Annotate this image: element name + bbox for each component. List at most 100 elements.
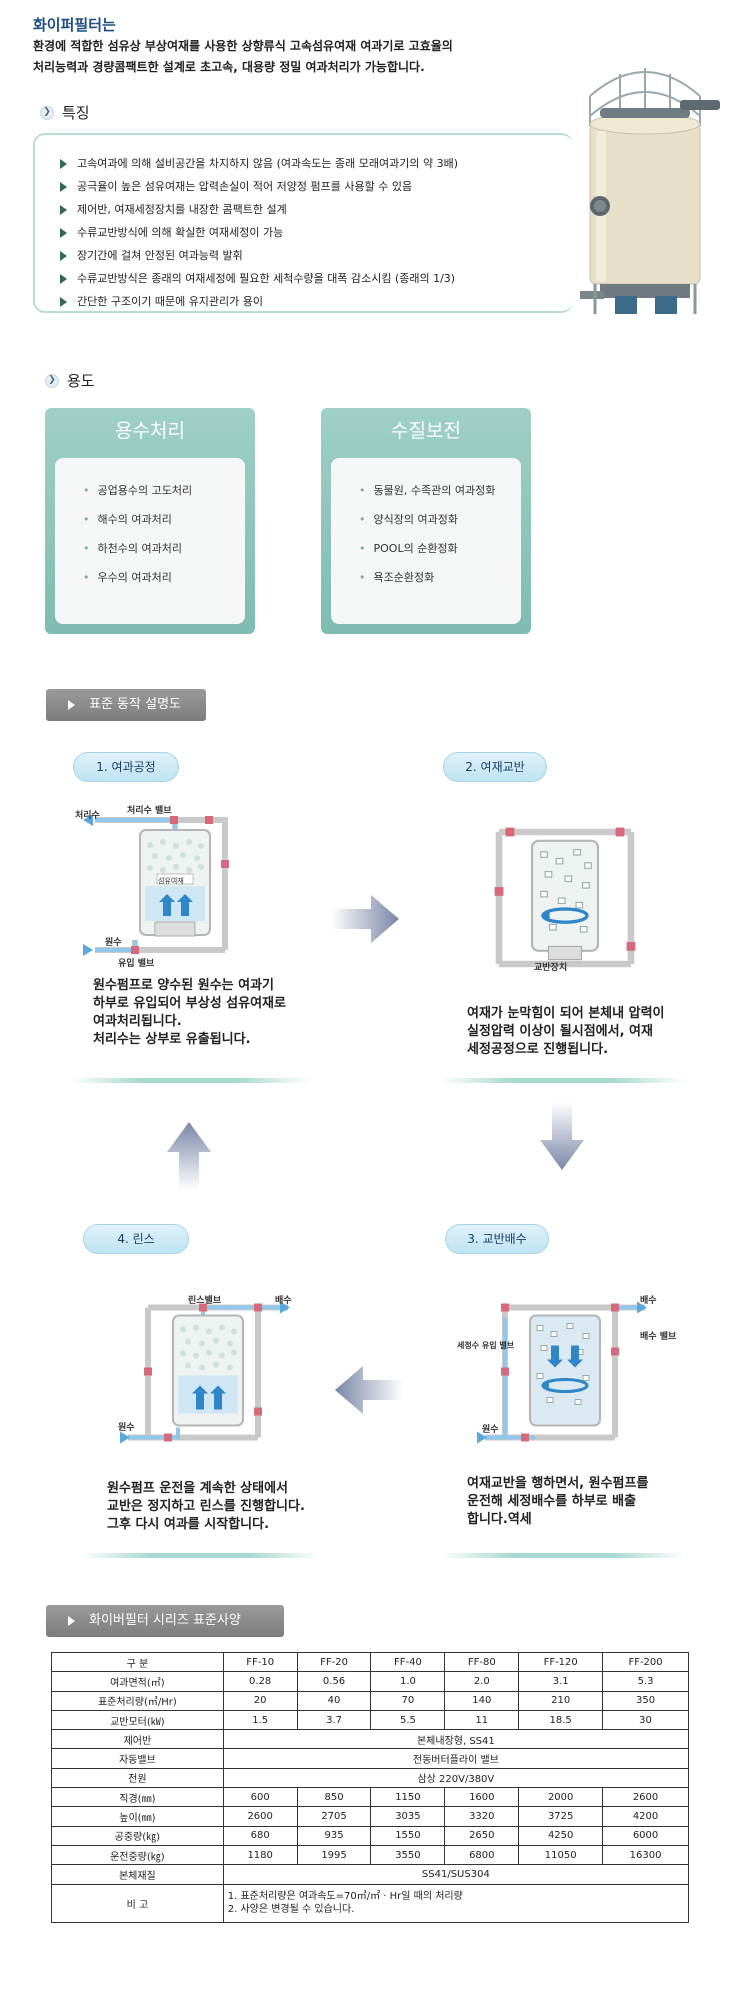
step-1-pill: 1. 여과공정	[73, 752, 179, 782]
list-item: POOL의 순환정화	[359, 534, 521, 563]
table-cell: 1550	[370, 1825, 446, 1846]
triangle-bullet-icon	[60, 181, 67, 192]
table-cell: 18.5	[518, 1709, 604, 1731]
table-cell: 2.0	[444, 1671, 520, 1692]
table-cell: 2650	[444, 1825, 520, 1846]
table-cell: 6800	[444, 1844, 520, 1866]
table-cell: 1150	[370, 1787, 446, 1808]
table-cell: 11050	[518, 1844, 604, 1866]
triangle-bullet-icon	[60, 158, 67, 169]
table-cell: 2000	[518, 1787, 604, 1808]
table-cell: 3550	[370, 1844, 446, 1866]
usage-title: 용도	[67, 372, 95, 390]
list-item: 공업용수의 고도처리	[83, 476, 245, 505]
step-4-description: 원수펌프 운전을 계속한 상태에서 교반은 정지하고 린스를 진행합니다. 그후…	[107, 1481, 305, 1532]
features-box	[33, 133, 573, 313]
intro-title: 화이퍼필터는	[33, 16, 116, 34]
table-cell: 680	[222, 1825, 298, 1846]
list-item: 장기간에 걸쳐 안정된 여과능력 발휘	[60, 244, 458, 267]
row-label: 본체재질	[51, 1864, 224, 1885]
table-cell: 4200	[602, 1806, 689, 1827]
features-heading: ❯ 특징	[40, 102, 90, 123]
triangle-bullet-icon	[60, 227, 67, 238]
label-raw-water: 원수	[482, 1425, 499, 1435]
table-cell: 3725	[518, 1806, 604, 1827]
operation-header-bar: 표준 동작 설명도	[46, 689, 206, 721]
table-cell: 4250	[518, 1825, 604, 1846]
table-header-cell: 구 분	[51, 1651, 224, 1673]
table-cell: 3320	[444, 1806, 520, 1827]
label-drain: 배수	[275, 1296, 292, 1306]
rinse-diagram	[120, 1301, 290, 1444]
table-header-cell: FF-40	[370, 1651, 446, 1673]
table-cell: 40	[296, 1690, 372, 1711]
table-cell: 1995	[296, 1844, 372, 1866]
play-icon	[68, 699, 75, 710]
card-title: 수질보전	[391, 420, 461, 442]
list-item: 우수의 여과처리	[83, 563, 245, 592]
row-label: 비 고	[51, 1883, 224, 1923]
list-item: 하천수의 여과처리	[83, 534, 245, 563]
table-cell: 1.0	[370, 1671, 446, 1692]
table-cell: 850	[296, 1787, 372, 1808]
table-cell: 70	[370, 1690, 446, 1711]
card-body: 동물원, 수족관의 여과정화 양식장의 여과정화 POOL의 순환정화 욕조순환…	[331, 458, 521, 624]
step-2-pill: 2. 여재교반	[443, 752, 547, 782]
step-1-description: 원수펌프로 양수된 원수는 여과기 하부로 유입되어 부상성 섬유여재로 여과처…	[93, 978, 286, 1047]
table-cell: 5.5	[370, 1709, 446, 1731]
list-item: 수류교반방식에 의해 확실한 여재세정이 가능	[60, 221, 458, 244]
label-raw-water: 원수	[118, 1423, 135, 1433]
table-cell: 3.7	[296, 1709, 372, 1731]
remark-line: 2. 사양은 변경될 수 있습니다.	[227, 1904, 355, 1916]
table-header-cell: FF-20	[296, 1651, 372, 1673]
row-label: 높이(㎜)	[51, 1806, 224, 1827]
table-cell: 5.3	[602, 1671, 689, 1692]
table-cell: 본체내장형, SS41	[222, 1729, 690, 1750]
list-item: 수류교반방식은 종래의 여재세정에 필요한 세척수량을 대폭 감소시킴 (종래의…	[60, 267, 458, 290]
table-cell: 20	[222, 1690, 298, 1711]
row-label: 전원	[51, 1767, 224, 1789]
table-header-cell: FF-80	[444, 1651, 520, 1673]
spec-header-bar: 화이버필터 시리즈 표준사양	[46, 1605, 284, 1637]
label-wash-inlet-valve: 세정수 유입 밸브	[457, 1341, 515, 1350]
table-cell: 16300	[602, 1844, 689, 1866]
divider	[80, 1553, 320, 1558]
table-cell: 1.5	[222, 1709, 298, 1731]
features-title: 특징	[62, 104, 90, 122]
row-label: 교반모터(㎾)	[51, 1709, 224, 1731]
table-cell: 전동버터플라이 밸브	[222, 1748, 690, 1769]
list-item: 양식장의 여과정화	[359, 505, 521, 534]
play-icon	[68, 1615, 75, 1626]
arrow-left-icon	[335, 1366, 403, 1414]
step-2-description: 여재가 눈막힘이 되어 본체내 압력이 실정압력 이상이 될시점에서, 여재 세…	[467, 1006, 665, 1057]
spec-title: 화이버필터 시리즈 표준사양	[89, 1613, 241, 1628]
triangle-bullet-icon	[60, 296, 67, 307]
table-cell: 2600	[602, 1787, 689, 1808]
divider	[440, 1553, 685, 1558]
table-cell: 1600	[444, 1787, 520, 1808]
label-rinse-valve: 린스밸브	[188, 1296, 222, 1306]
table-cell: 0.56	[296, 1671, 372, 1692]
divider	[440, 1078, 685, 1083]
label-agitator: 교반장치	[534, 963, 568, 973]
row-label: 운전중량(㎏)	[51, 1844, 224, 1866]
row-label: 표준처리량(㎥/Hr)	[51, 1690, 224, 1711]
card-title: 용수처리	[115, 420, 185, 442]
table-cell: 3.1	[518, 1671, 604, 1692]
table-cell: SS41/SUS304	[222, 1864, 690, 1885]
filtration-diagram	[83, 814, 229, 956]
step-3-description: 여재교반을 행하면서, 원수펌프를 운전해 세정배수를 하부로 배출 합니다.역…	[467, 1476, 649, 1527]
row-label: 직경(㎜)	[51, 1787, 224, 1808]
label-treated-valve: 처리수 밸브	[127, 806, 172, 816]
row-label: 제어반	[51, 1729, 224, 1750]
chevron-right-icon: ❯	[45, 373, 59, 388]
